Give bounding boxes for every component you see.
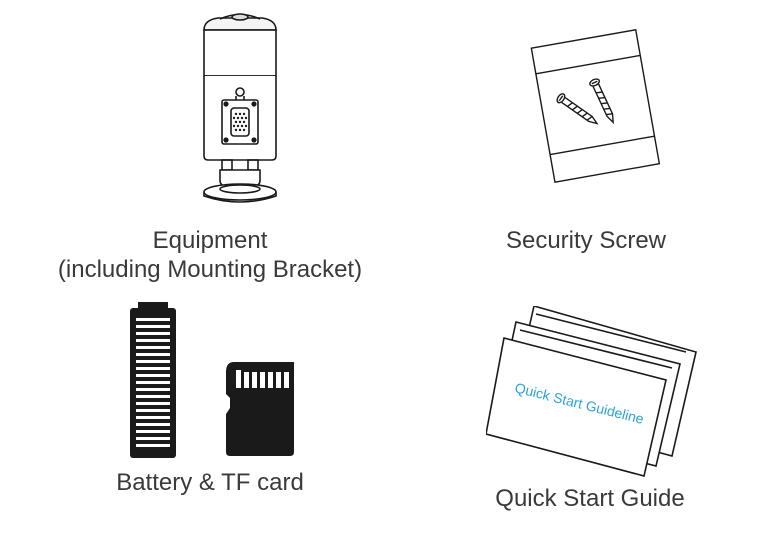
camera-with-bracket-icon [203,13,277,203]
equipment-caption-line-2: (including Mounting Bracket) [57,256,363,283]
sd-card-icon [226,362,294,456]
equipment-caption-line-1: Equipment [152,227,268,254]
battery-tf-card-caption: Battery & TF card [60,468,360,497]
quick-start-guide-caption-line: Quick Start Guide [495,485,685,512]
equipment-caption: Equipment (including Mounting Bracket) [20,226,400,284]
battery-and-sd-card-icon [130,302,294,458]
battery-tf-card-caption-line: Battery & TF card [116,469,304,496]
security-screw-caption: Security Screw [456,226,716,255]
guide-booklet-icon: Quick Start Guideline [486,306,697,477]
screw-bag-icon [530,28,661,183]
quick-start-guide-caption: Quick Start Guide [460,484,720,513]
security-screw-caption-line: Security Screw [505,227,667,254]
battery-icon [130,302,176,458]
